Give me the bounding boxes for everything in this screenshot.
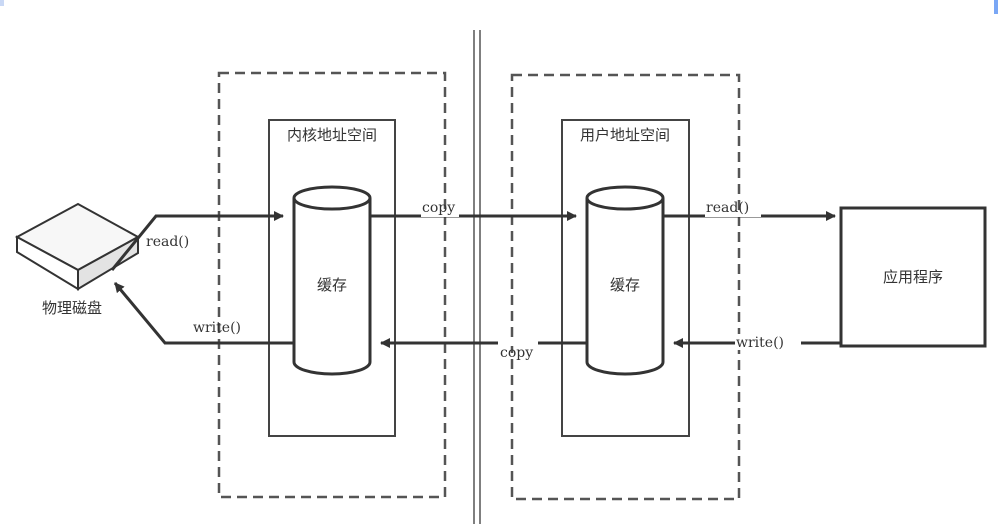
kernel-dashed-region (217, 71, 447, 499)
top-left-artifact (0, 0, 4, 6)
edge-kernel-to-disk (113, 282, 294, 345)
user-dashed-region (510, 73, 741, 501)
edge-label-copy-up: copy (422, 200, 455, 216)
user-space-box (561, 119, 690, 437)
user-buffer-cylinder (585, 185, 665, 376)
kernel-space-box (268, 119, 396, 437)
disk-label: 物理磁盘 (42, 299, 102, 317)
edge-label-disk-write: write() (193, 320, 241, 336)
edge-label-app-read: read() (706, 200, 749, 216)
user-space-label: 用户地址空间 (580, 126, 670, 144)
edge-label-copy-down: copy (500, 345, 533, 361)
kernel-user-divider (473, 30, 481, 524)
top-right-accent-bar (994, 0, 998, 14)
physical-disk-icon (14, 202, 141, 291)
user-buffer-label: 缓存 (610, 276, 640, 294)
kernel-buffer-cylinder (292, 185, 372, 376)
kernel-buffer-label: 缓存 (317, 276, 347, 294)
application-box (839, 206, 987, 348)
edge-label-disk-read: read() (146, 234, 189, 250)
edge-label-app-write: write() (736, 335, 784, 351)
application-label: 应用程序 (883, 268, 943, 286)
edge-disk-to-kernel (110, 211, 284, 271)
kernel-space-label: 内核地址空间 (287, 126, 377, 144)
